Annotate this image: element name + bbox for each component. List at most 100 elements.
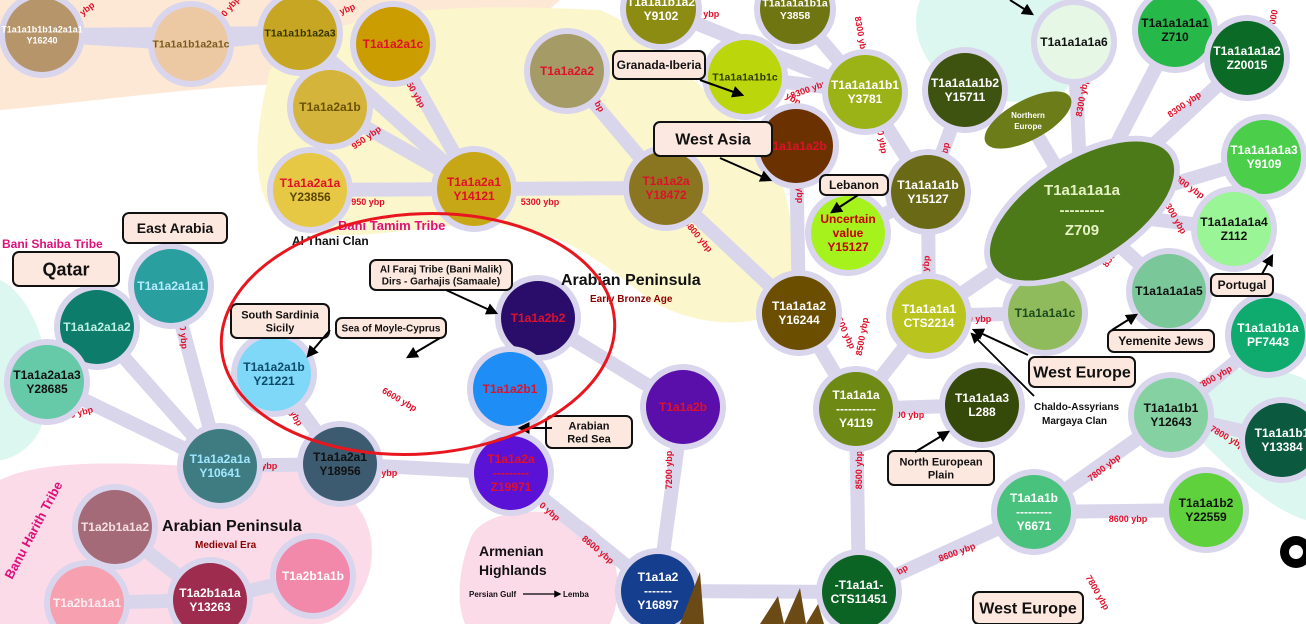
node-label: Y21221 [253,374,295,388]
haplogroup-node[interactable]: T1a1a2-------Y16897 [615,548,701,624]
callout-text: Qatar [42,259,89,279]
node-disc [759,109,833,183]
node-label: T1a1a1b1b1a2a1a1 [1,25,83,35]
node-label: T1a1a1a1b2 [931,76,999,90]
haplogroup-node[interactable]: T1a1a1a1b1c [702,34,788,120]
lemba-label: Lemba [563,590,589,599]
chaldo-arrow [970,332,1035,397]
haplogroup-node[interactable]: T1a1a2b2 [495,275,581,361]
haplogroup-node[interactable]: T1a1a2a1a2 [54,284,140,370]
node-disc [1008,276,1082,350]
haplogroup-node[interactable]: T1a2b1a1b [270,533,356,619]
node-disc [762,276,836,350]
haplogroup-node[interactable]: T1a1a1b1a2a1c [148,1,234,87]
node-label: Y3781 [848,92,883,106]
node-label: T1a1a2a1a [280,176,341,190]
haplogroup-node-z709[interactable]: T1a1a1a1a---------Z709 [959,105,1205,317]
node-disc [134,249,208,323]
haplogroup-node[interactable]: T1a2b1a1a1 [44,560,130,624]
region-callout: East Arabia [122,212,228,244]
haplogroup-node[interactable]: T1a1a2a1c [350,1,436,87]
node-label: Y18472 [645,188,687,202]
node-label: Y9109 [1247,157,1282,171]
node-label: T1a1a2b [659,400,707,414]
node-label: PF7443 [1247,335,1289,349]
node-label: Europe [1014,122,1042,131]
callout-text: West Europe [979,601,1077,618]
haplogroup-node[interactable]: T1a1a2a---------Z19971 [468,430,554,516]
haplogroup-node[interactable]: -T1a1a1-CTS11451 [816,549,902,624]
region-callout: West Europe [1028,356,1136,388]
node-label: value [833,226,864,240]
callout-text: Dirs - Garhajis (Samaale) [382,277,500,288]
haplogroup-node[interactable]: T1a1a2b1 [467,346,553,432]
node-disc [78,490,152,564]
node-label: T1a1a2a1a2 [63,320,131,334]
node-label: ---------- [836,402,876,416]
haplogroup-node[interactable]: T1a1a1a1a5 [1126,248,1212,334]
haplogroup-node[interactable]: T1a1a2a1a1 [128,243,214,329]
node-label: T1a1a2a2 [540,64,594,78]
node-label: T1a1a1a1a2 [1213,44,1281,58]
branch-age-label: 8500 ybp [953,314,992,324]
callout-box [335,317,447,339]
node-disc [1132,254,1206,328]
node-label: T1a1a1a1b1c [712,72,778,84]
node-disc [646,370,720,444]
node-label: --------- [1060,202,1105,219]
early-bronze-label: Early Bronze Age [590,294,673,305]
callout-box [369,259,513,291]
haplogroup-node[interactable]: T1a1a1a----------Y4119 [813,366,899,452]
node-disc [501,281,575,355]
haplogroup-node[interactable]: T1a1a2a2 [524,28,610,114]
node-label: T1a1a2 [638,570,679,584]
branch-age-label: 8600 ybp [1109,514,1148,524]
node-disc [60,290,134,364]
node-label: Z709 [1065,222,1099,239]
haplogroup-node[interactable]: T1a1a1a1a6 [1031,0,1117,85]
haplogroup-node[interactable]: T1a1a1a1c [1002,270,1088,356]
haplogroup-node[interactable]: T1a1a1b1a2a3 [257,0,343,76]
armenian-label-1: Armenian [479,543,544,559]
haplogroup-node[interactable]: T1a1a1a2b [753,103,839,189]
bani-shaiba-label: Bani Shaiba Tribe [2,237,103,251]
node-disc [811,196,885,270]
haplogroup-node[interactable]: T1a1a2a1b [287,64,373,150]
callout-arrow [699,79,745,98]
haplogroup-node[interactable]: T1a2b1a1a2 [72,484,158,570]
branch-age-label: 7800 ybp [1084,573,1112,612]
haplogroup-node[interactable]: T1a1a2b [640,364,726,450]
node-label: --------- [1016,505,1052,519]
haplogroup-node[interactable]: T1a1a1b---------Y6671 [991,469,1077,555]
